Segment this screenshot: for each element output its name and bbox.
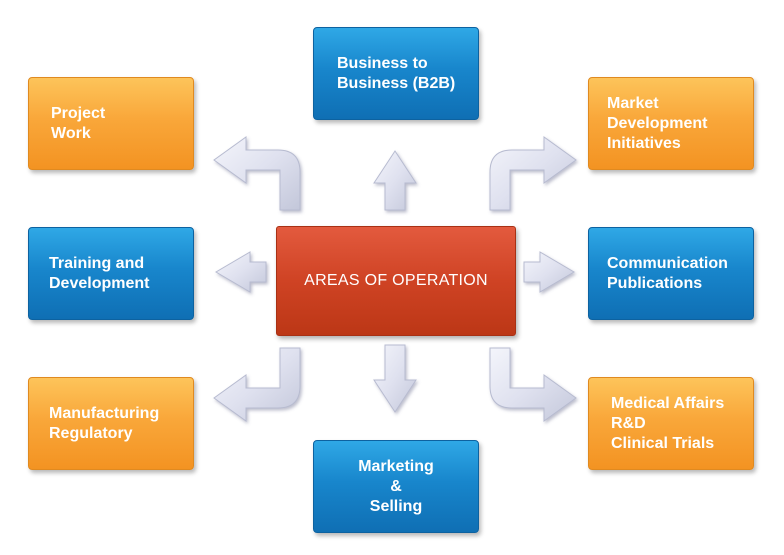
box-line: Development [49,274,150,292]
box-line: Selling [369,497,423,515]
box-project-work: Project Work [28,77,194,170]
arrow-left [215,251,267,293]
arrow-right [523,251,575,293]
box-b2b: Business to Business (B2B) [313,27,479,120]
box-line: Project [51,104,106,122]
arrow-down [373,344,417,413]
box-market-development: Market Development Initiatives [588,77,754,170]
arrow-up-right [489,136,577,211]
box-medical-affairs: Medical Affairs R&D Clinical Trials [588,377,754,470]
box-line: Development [607,114,708,132]
box-line: Business to [337,54,428,72]
arrow-down-left [213,347,301,422]
box-line: Training and [49,254,145,272]
box-line: Medical Affairs [611,394,725,412]
arrow-up [373,150,417,211]
box-line: Manufacturing [49,404,160,422]
box-line: Communication [607,254,728,272]
arrow-down-right [489,347,577,422]
box-training: Training and Development [28,227,194,320]
box-line: Business (B2B) [337,74,456,92]
box-line: Initiatives [607,134,681,152]
box-line: Market [607,94,659,112]
box-communication: Communication Publications [588,227,754,320]
arrow-up-left [213,136,301,211]
box-marketing: Marketing & Selling [313,440,479,533]
box-line: Regulatory [49,424,133,442]
center-label: AREAS OF OPERATION [304,272,488,289]
box-line: & [390,477,402,495]
box-line: Marketing [358,457,434,475]
box-line: R&D [611,414,646,432]
box-line: Publications [607,274,703,292]
center-node: AREAS OF OPERATION [276,226,516,336]
box-line: Work [51,124,91,142]
box-line: Clinical Trials [611,434,715,452]
box-manufacturing: Manufacturing Regulatory [28,377,194,470]
